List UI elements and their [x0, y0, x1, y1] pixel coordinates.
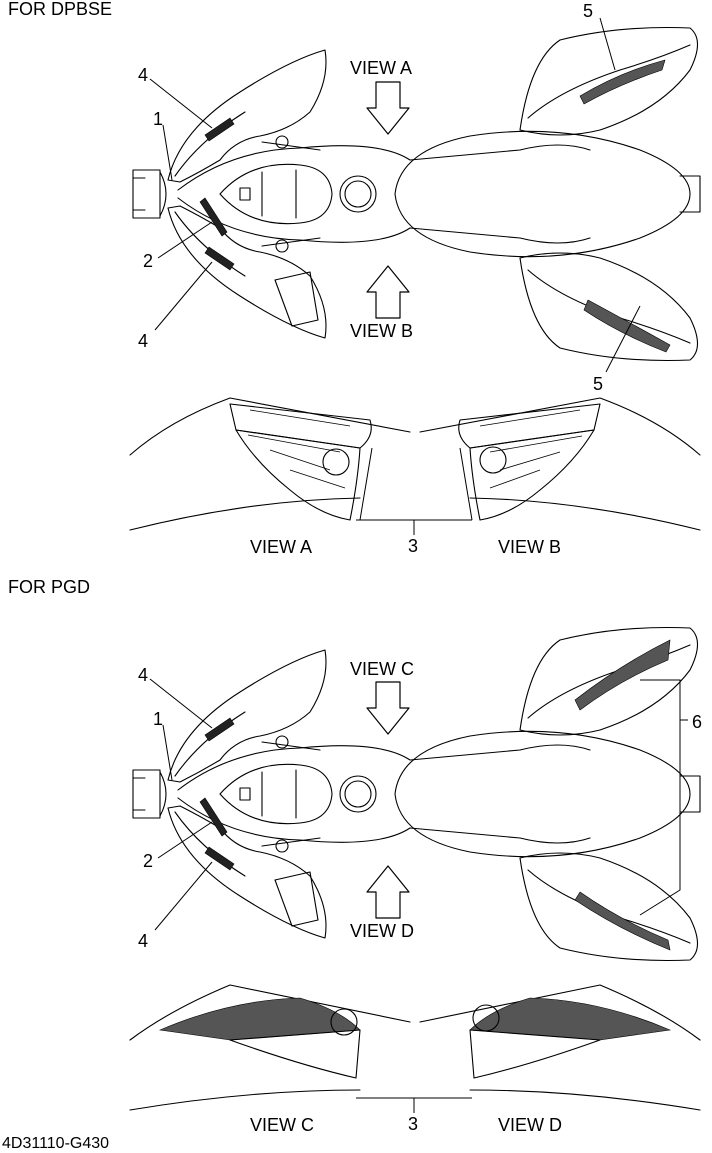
decal-4-upper: [204, 717, 235, 742]
callout-2-pgd: 2: [143, 851, 154, 871]
callout-6: 6: [692, 712, 703, 732]
section-header-dpbse: FOR DPBSE: [8, 0, 113, 19]
callout-1: 1: [153, 109, 164, 129]
view-a-label: VIEW A: [250, 537, 313, 557]
view-a-arrow: [366, 81, 410, 135]
callout-4-upper-pgd: 4: [138, 665, 149, 685]
atv-top-view-dpbse: [132, 26, 701, 362]
decal-2: [199, 197, 228, 237]
side-view-b: [419, 397, 701, 531]
decal-5-lower: [583, 299, 671, 353]
side-view-c: [129, 984, 411, 1111]
section-header-pgd: FOR PGD: [8, 577, 91, 597]
decal-6-lower: [574, 891, 671, 951]
callout-4-lower-pgd: 4: [138, 931, 149, 951]
view-c-label: VIEW C: [250, 1115, 315, 1135]
view-b-label-top: VIEW B: [350, 321, 414, 341]
decal-4-lower: [204, 246, 235, 271]
decal-2: [199, 797, 228, 837]
side-view-a: [129, 397, 411, 531]
view-d-label-top: VIEW D: [350, 921, 415, 941]
callout-3: 3: [408, 536, 419, 556]
callout-5-lower: 5: [593, 374, 604, 394]
atv-top-view-pgd: [132, 626, 701, 962]
callout-4-upper: 4: [138, 65, 149, 85]
view-c-label-top: VIEW C: [350, 659, 415, 679]
callout-3-pgd: 3: [408, 1114, 419, 1134]
view-b-label: VIEW B: [498, 537, 562, 557]
callout-2: 2: [143, 251, 154, 271]
decal-4-upper: [204, 117, 235, 142]
view-d-label: VIEW D: [498, 1115, 563, 1135]
decal-6-upper: [574, 639, 671, 711]
side-view-d: [419, 984, 701, 1111]
view-c-arrow: [366, 681, 410, 735]
view-d-arrow: [366, 865, 410, 919]
decal-4-lower: [204, 846, 235, 871]
callout-5-upper: 5: [583, 1, 594, 21]
decal-5-upper: [579, 59, 666, 105]
callout-1-pgd: 1: [153, 709, 164, 729]
view-b-arrow: [366, 265, 410, 319]
view-a-label-top: VIEW A: [350, 58, 413, 78]
callout-4-lower: 4: [138, 331, 149, 351]
figure-code: 4D31110-G430: [2, 1135, 110, 1152]
